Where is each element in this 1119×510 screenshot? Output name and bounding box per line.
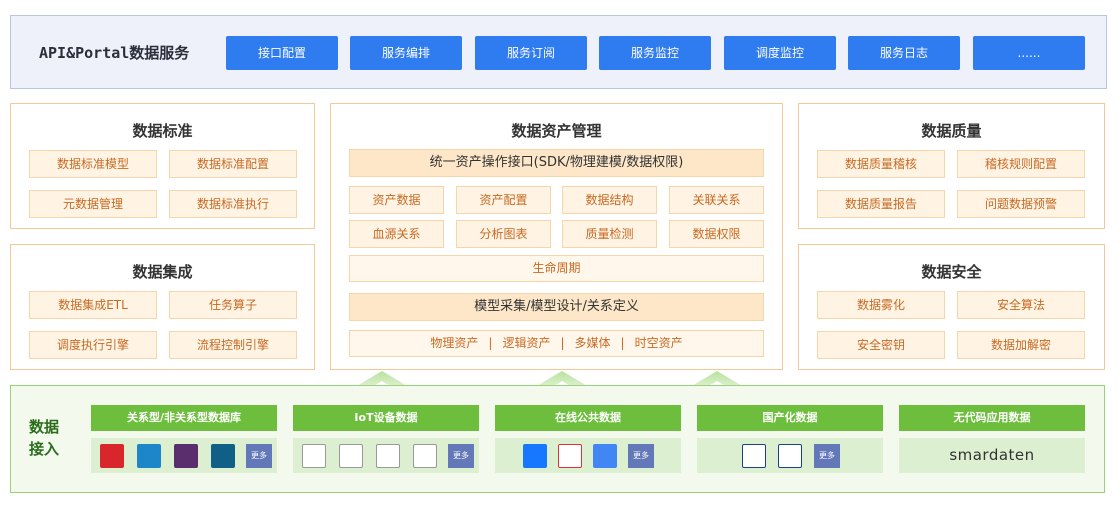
asset-item-config[interactable]: 资产配置 xyxy=(456,186,551,214)
asset-type-spatiotemporal: 时空资产 xyxy=(634,336,683,350)
camera-icon xyxy=(302,444,326,468)
integration-item-flow-engine[interactable]: 流程控制引擎 xyxy=(169,331,297,359)
data-asset-panel: 数据资产管理 统一资产操作接口(SDK/物理建模/数据权限) 资产数据 资产配置… xyxy=(330,103,783,370)
more-button[interactable]: 更多 xyxy=(246,444,272,468)
asset-item-quality-check[interactable]: 质量检测 xyxy=(562,220,657,248)
baidu-icon xyxy=(558,444,582,468)
more-button[interactable]: 更多 xyxy=(448,444,474,468)
asset-item-lineage[interactable]: 血源关系 xyxy=(349,220,444,248)
dameng-db-icon xyxy=(742,444,766,468)
asset-item-data[interactable]: 资产数据 xyxy=(349,186,444,214)
ingest-group-public-sources: 更多 xyxy=(495,438,681,473)
asset-lifecycle: 生命周期 xyxy=(349,255,764,282)
api-portal-title: API&Portal数据服务 xyxy=(39,44,190,62)
quality-item-audit[interactable]: 数据质量稽核 xyxy=(817,150,945,178)
ingest-group-database[interactable]: 关系型/非关系型数据库 xyxy=(91,405,277,431)
asset-unified-interface: 统一资产操作接口(SDK/物理建模/数据权限) xyxy=(349,149,764,177)
api-portal-bar: API&Portal数据服务 接口配置 服务编排 服务订阅 服务监控 调度监控 … xyxy=(10,15,1107,89)
ingest-group-database-sources: 更多 xyxy=(91,438,277,473)
separator: | xyxy=(488,336,493,350)
data-standard-panel: 数据标准 数据标准模型 数据标准配置 元数据管理 数据标准执行 xyxy=(10,103,315,229)
asset-types-bar: 物理资产 | 逻辑资产 | 多媒体 | 时空资产 xyxy=(349,330,764,357)
separator: | xyxy=(560,336,565,350)
asset-type-logical: 逻辑资产 xyxy=(502,336,551,350)
oracle-db-icon xyxy=(100,444,124,468)
api-button-service-orchestration[interactable]: 服务编排 xyxy=(350,36,462,70)
standard-item-config[interactable]: 数据标准配置 xyxy=(169,150,297,178)
api-button-service-log[interactable]: 服务日志 xyxy=(848,36,960,70)
security-item-encryption[interactable]: 数据加解密 xyxy=(957,331,1085,359)
asset-item-relation[interactable]: 关联关系 xyxy=(669,186,764,214)
asset-type-multimedia: 多媒体 xyxy=(574,336,611,350)
security-item-fogging[interactable]: 数据雾化 xyxy=(817,291,945,319)
api-button-service-monitoring[interactable]: 服务监控 xyxy=(599,36,711,70)
standard-item-model[interactable]: 数据标准模型 xyxy=(29,150,157,178)
sqlserver-db-icon xyxy=(174,444,198,468)
standard-item-execution[interactable]: 数据标准执行 xyxy=(169,190,297,218)
asset-item-permission[interactable]: 数据权限 xyxy=(669,220,764,248)
mysql-db-icon xyxy=(137,444,161,468)
quality-item-report[interactable]: 数据质量报告 xyxy=(817,190,945,218)
data-asset-title: 数据资产管理 xyxy=(511,122,602,140)
truck-icon xyxy=(413,444,437,468)
ingest-group-nocode-sources: smardaten xyxy=(899,438,1085,473)
stethoscope-icon xyxy=(376,444,400,468)
data-quality-panel: 数据质量 数据质量稽核 稽核规则配置 数据质量报告 问题数据预警 xyxy=(798,103,1105,229)
asset-item-structure[interactable]: 数据结构 xyxy=(562,186,657,214)
data-security-panel: 数据安全 数据雾化 安全算法 安全密钥 数据加解密 xyxy=(798,244,1105,370)
more-button[interactable]: 更多 xyxy=(814,444,840,468)
neo4j-db-icon xyxy=(211,444,235,468)
api-button-interface-config[interactable]: 接口配置 xyxy=(226,36,338,70)
security-item-algorithm[interactable]: 安全算法 xyxy=(957,291,1085,319)
quality-item-alert[interactable]: 问题数据预警 xyxy=(957,190,1085,218)
google-cloud-icon xyxy=(593,444,617,468)
smardaten-logo: smardaten xyxy=(949,446,1035,464)
integration-item-operator[interactable]: 任务算子 xyxy=(169,291,297,319)
ingest-group-iot[interactable]: IoT设备数据 xyxy=(293,405,479,431)
asset-type-physical: 物理资产 xyxy=(430,336,479,350)
data-integration-title: 数据集成 xyxy=(132,263,193,281)
asset-item-charts[interactable]: 分析图表 xyxy=(456,220,551,248)
ingest-group-public[interactable]: 在线公共数据 xyxy=(495,405,681,431)
data-standard-title: 数据标准 xyxy=(132,122,193,140)
api-button-more[interactable]: ...... xyxy=(973,36,1085,70)
quality-item-rule-config[interactable]: 稽核规则配置 xyxy=(957,150,1085,178)
separator: | xyxy=(620,336,625,350)
security-item-key[interactable]: 安全密钥 xyxy=(817,331,945,359)
ingest-group-nocode[interactable]: 无代码应用数据 xyxy=(899,405,1085,431)
integration-item-scheduler-engine[interactable]: 调度执行引擎 xyxy=(29,331,157,359)
integration-item-etl[interactable]: 数据集成ETL xyxy=(29,291,157,319)
data-security-title: 数据安全 xyxy=(921,263,982,281)
api-button-service-subscription[interactable]: 服务订阅 xyxy=(475,36,587,70)
kingbase-db-icon xyxy=(778,444,802,468)
api-button-schedule-monitoring[interactable]: 调度监控 xyxy=(724,36,836,70)
ingest-group-domestic-sources: 更多 xyxy=(697,438,883,473)
ingest-group-iot-sources: 更多 xyxy=(293,438,479,473)
data-ingest-panel: 数据接入 关系型/非关系型数据库 更多 IoT设备数据 更多 在线公共数据 更多… xyxy=(10,385,1105,493)
more-button[interactable]: 更多 xyxy=(628,444,654,468)
dingtalk-icon xyxy=(523,444,547,468)
phone-icon xyxy=(339,444,363,468)
ingest-group-domestic[interactable]: 国产化数据 xyxy=(697,405,883,431)
data-quality-title: 数据质量 xyxy=(921,122,982,140)
standard-item-metadata[interactable]: 元数据管理 xyxy=(29,190,157,218)
asset-model-bar: 模型采集/模型设计/关系定义 xyxy=(349,293,764,321)
data-integration-panel: 数据集成 数据集成ETL 任务算子 调度执行引擎 流程控制引擎 xyxy=(10,244,315,370)
data-ingest-title: 数据接入 xyxy=(29,418,60,458)
